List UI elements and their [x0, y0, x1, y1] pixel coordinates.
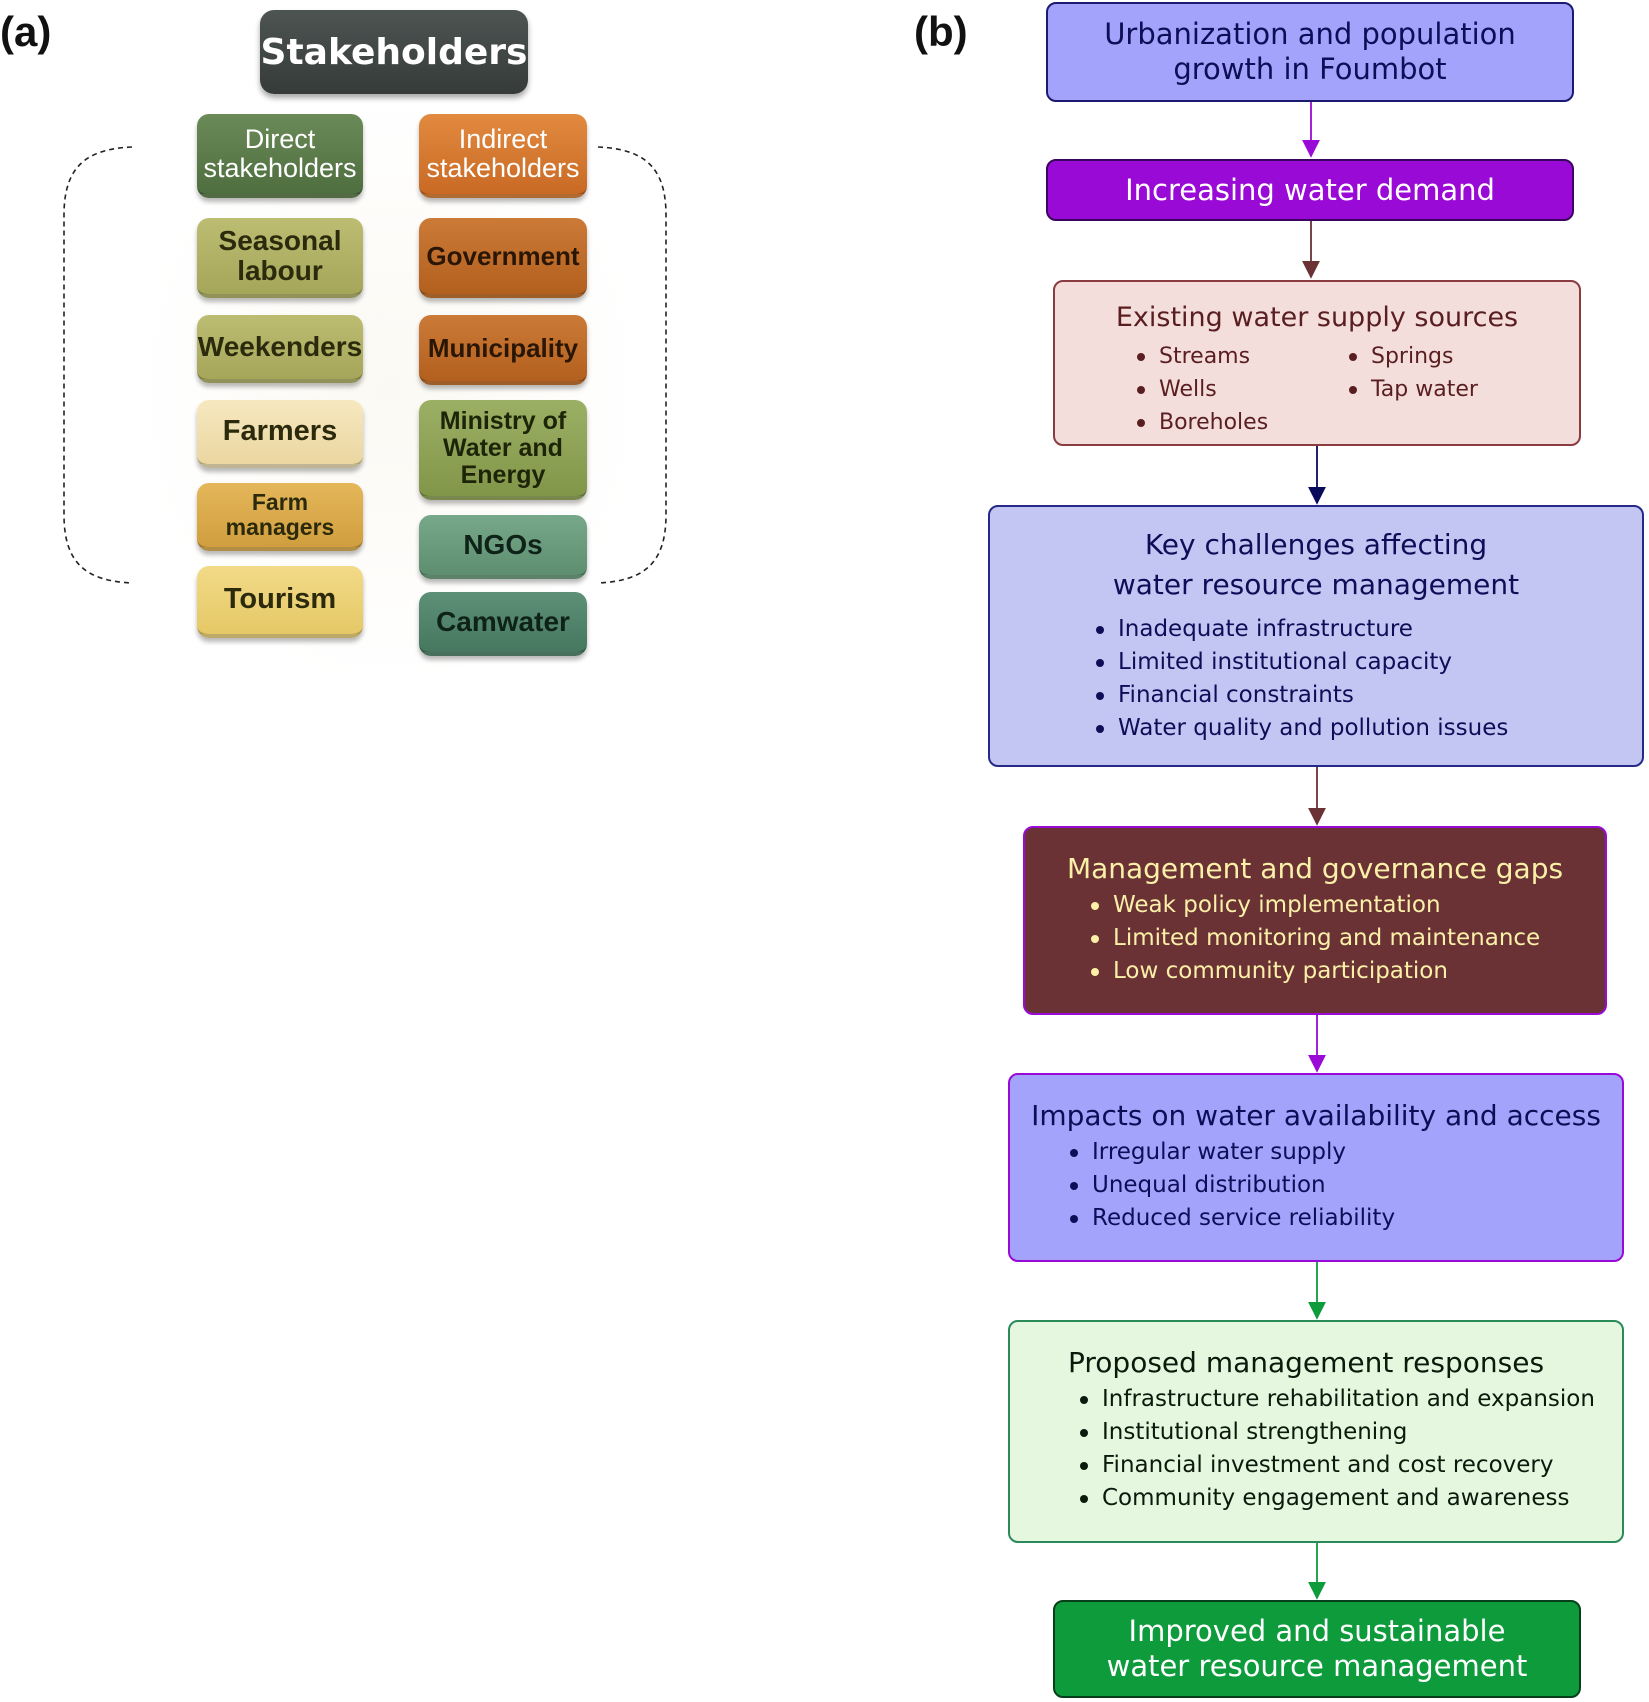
panel-label-a: (a): [0, 8, 52, 55]
dashed-bracket: [63, 146, 667, 584]
list-item: Institutional strengthening: [1076, 1416, 1622, 1449]
list-item: Infrastructure rehabilitation and expans…: [1076, 1383, 1622, 1416]
box-impacts-water-availability: Impacts on water availability and access…: [1008, 1073, 1624, 1262]
sources-title: Existing water supply sources: [1115, 302, 1519, 333]
box-proposed-management-responses: Proposed management responses Infrastruc…: [1008, 1320, 1624, 1543]
list-item: Water quality and pollution issues: [1092, 712, 1642, 745]
list-item: Limited institutional capacity: [1092, 646, 1642, 679]
box-key-challenges: Key challenges affecting water resource …: [988, 505, 1644, 767]
list-item: Tap water: [1345, 373, 1478, 406]
list-item: Unequal distribution: [1066, 1169, 1622, 1202]
list-item: Weak policy implementation: [1087, 889, 1605, 922]
list-item: Wells: [1133, 373, 1268, 406]
list-item: Streams: [1133, 340, 1268, 373]
stakeholder-ngos: NGOs: [419, 515, 587, 579]
box-improved-sustainable-management: Improved and sustainable water resource …: [1053, 1600, 1581, 1698]
box-management-governance-gaps: Management and governance gaps Weak poli…: [1023, 826, 1607, 1015]
box-increasing-water-demand: Increasing water demand: [1046, 159, 1574, 221]
stakeholder-government: Government: [419, 218, 587, 298]
impacts-list: Irregular water supply Unequal distribut…: [1066, 1136, 1622, 1235]
list-item: Community engagement and awareness: [1076, 1482, 1622, 1515]
stakeholder-farmers: Farmers: [197, 400, 363, 468]
stakeholder-municipality: Municipality: [419, 315, 587, 385]
list-item: Financial constraints: [1092, 679, 1642, 712]
panel-label-b: (b): [914, 8, 968, 55]
list-item: Inadequate infrastructure: [1092, 613, 1642, 646]
list-item: Low community participation: [1087, 955, 1605, 988]
stakeholders-title: Stakeholders: [260, 10, 528, 94]
list-item: Springs: [1345, 340, 1478, 373]
stakeholder-farm-managers: Farm managers: [197, 483, 363, 551]
list-item: Limited monitoring and maintenance: [1087, 922, 1605, 955]
impacts-title: Impacts on water availability and access: [1031, 1099, 1601, 1132]
sources-col2: Springs Tap water: [1345, 340, 1478, 406]
responses-title: Proposed management responses: [1068, 1346, 1545, 1379]
responses-list: Infrastructure rehabilitation and expans…: [1076, 1383, 1622, 1515]
stakeholder-weekenders: Weekenders: [197, 315, 363, 383]
list-item: Financial investment and cost recovery: [1076, 1449, 1622, 1482]
stakeholder-camwater: Camwater: [419, 592, 587, 656]
gaps-title: Management and governance gaps: [1066, 852, 1564, 885]
challenges-list: Inadequate infrastructure Limited instit…: [1092, 613, 1642, 745]
list-item: Boreholes: [1133, 406, 1268, 439]
list-item: Reduced service reliability: [1066, 1202, 1622, 1235]
challenges-title: Key challenges affecting water resource …: [1112, 528, 1520, 601]
sources-col1: Streams Wells Boreholes: [1133, 340, 1268, 439]
box-urbanization: Urbanization and population growth in Fo…: [1046, 2, 1574, 102]
box-existing-water-sources: Existing water supply sources Streams We…: [1053, 280, 1581, 446]
stakeholder-tourism: Tourism: [197, 566, 363, 638]
list-item: Irregular water supply: [1066, 1136, 1622, 1169]
gaps-list: Weak policy implementation Limited monit…: [1087, 889, 1605, 988]
